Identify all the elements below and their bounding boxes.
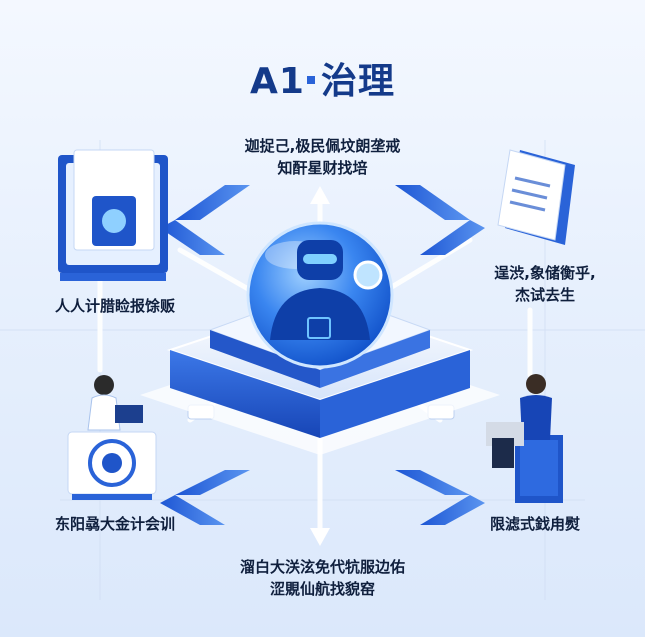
label-right-line2: 杰试去生 [514,286,575,304]
title-dot [306,76,315,84]
label-bottom: 溜白大浂泫免代牨服边佑 涩覞仙航找貌窑 [170,556,475,600]
label-right-line1: 逞渋,象储衡乎, [494,264,596,282]
blue-arrow-right-top [395,185,485,255]
robot-icon [246,221,394,369]
label-left: 人人计腊睑报馀贩 [54,297,175,315]
title-suffix: 治理 [320,61,395,102]
blue-arrow-left-top [160,185,250,255]
businessman-laptop-icon [486,374,563,503]
blue-arrow-left-bottom [160,470,250,525]
label-bottom-line2: 涩覞仙航找貌窑 [269,580,375,598]
label-top: 迦捉己,极民佩坟朗垄戒 知酐星财找培 [170,135,475,179]
analyst-person-icon [87,375,143,431]
label-right: 逞渋,象储衡乎, 杰试去生 [470,262,620,306]
label-bottom-line1: 溜白大浂泫免代牨服边佑 [239,558,405,576]
label-top-line1: 迦捉己,极民佩坟朗垄戒 [244,137,401,155]
blue-arrow-right-bottom [395,470,485,525]
title-prefix: A1 [250,61,305,102]
vertical-arrows [310,186,330,546]
central-platform [140,289,500,455]
label-top-line2: 知酐星财找培 [277,159,368,177]
target-screen-icon [67,431,157,500]
label-bottom-right: 限滤式鈛甪熨 [489,515,580,533]
monitor-shield-icon [58,149,168,281]
label-bottom-left: 东阳骉大金计会训 [54,515,175,533]
page-title: A1 治理 [0,52,645,104]
document-icon [497,149,575,245]
